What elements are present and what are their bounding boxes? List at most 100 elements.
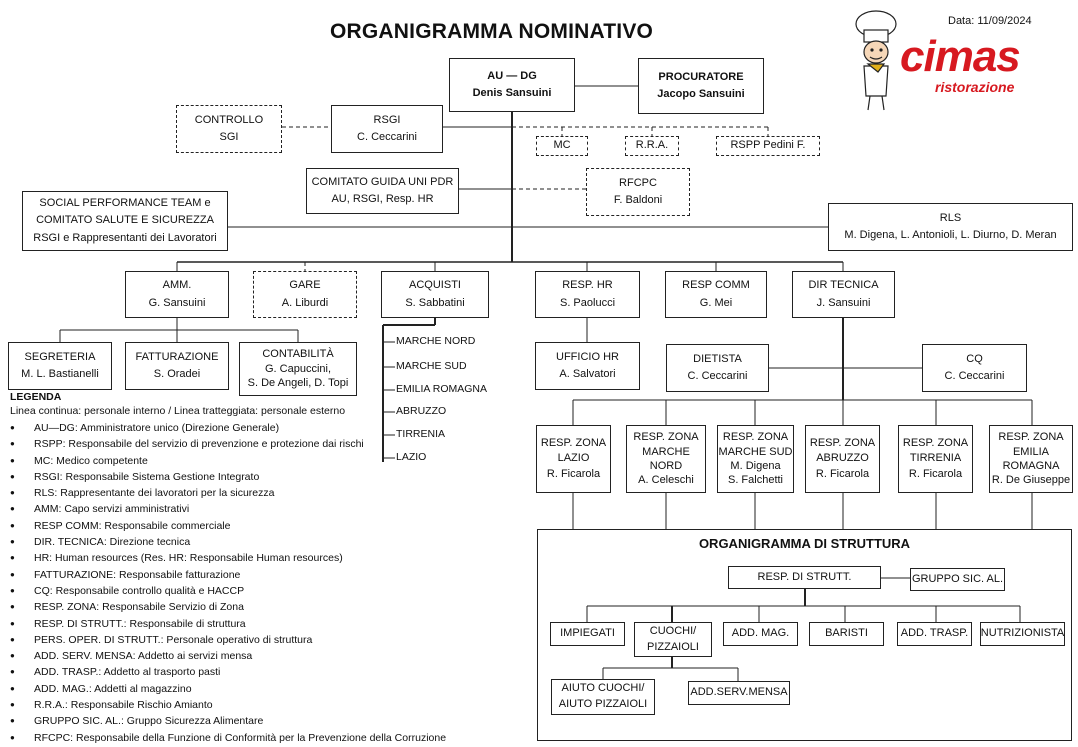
legend-item: ADD. SERV. MENSA: Addetto ai servizi men… xyxy=(10,648,446,665)
procuratore-box: PROCURATORE Jacopo Sansuini xyxy=(638,58,764,114)
box-line: R.R.A. xyxy=(635,139,669,152)
dir-tecnica-box: DIR TECNICA J. Sansuini xyxy=(792,271,895,318)
box-line: CUOCHI/ xyxy=(649,624,697,637)
box-line: UFFICIO HR xyxy=(556,350,619,363)
legend-item: RESP. DI STRUTT.: Responsabile di strutt… xyxy=(10,616,446,633)
box-line: CONTABILITÀ xyxy=(262,347,334,360)
legend-item: MC: Medico competente xyxy=(10,453,446,470)
box-line: AU, RSGI, Resp. HR xyxy=(331,193,434,205)
rls-box: RLS M. Digena, L. Antonioli, L. Diurno, … xyxy=(828,203,1073,251)
box-line: RESP. ZONA xyxy=(902,436,969,449)
box-line: RSGI e Rappresentanti dei Lavoratori xyxy=(33,231,217,244)
legend-item: HR: Human resources (Res. HR: Responsabi… xyxy=(10,550,446,567)
page-title: ORGANIGRAMMA NOMINATIVO xyxy=(330,20,654,43)
mc-box: MC xyxy=(536,136,588,156)
contabilita-box: CONTABILITÀ G. Capuccini, S. De Angeli, … xyxy=(239,342,357,396)
box-line: SGI xyxy=(219,131,239,143)
box-line: RESP. ZONA xyxy=(540,436,607,449)
zona-marche-sud-box: RESP. ZONA MARCHE SUD M. Digena S. Falch… xyxy=(717,425,794,493)
box-line: RESP. DI STRUTT. xyxy=(757,570,852,583)
ufficio-hr-box: UFFICIO HR A. Salvatori xyxy=(535,342,640,390)
box-line: SEGRETERIA xyxy=(24,350,96,363)
box-line: AMM. xyxy=(162,279,192,292)
box-line: GARE xyxy=(289,279,321,292)
box-line: R. Ficarola xyxy=(546,467,601,480)
box-line: S. Sabbatini xyxy=(405,296,465,309)
box-line: EMILIA xyxy=(1012,445,1050,458)
box-line: C. Ceccarini xyxy=(357,131,417,143)
rspp-box: RSPP Pedini F. xyxy=(716,136,820,156)
box-line: COMITATO GUIDA UNI PDR xyxy=(311,175,454,188)
box-line: RSPP Pedini F. xyxy=(730,139,806,152)
au-dg-box: AU — DG Denis Sansuini xyxy=(449,58,575,112)
legend-item: ADD. MAG.: Addetti al magazzino xyxy=(10,681,446,698)
legend-item: FATTURAZIONE: Responsabile fatturazione xyxy=(10,567,446,584)
box-line: F. Baldoni xyxy=(613,194,663,206)
logo-subtitle: ristorazione xyxy=(935,79,1015,95)
box-line: ACQUISTI xyxy=(409,279,461,292)
acquisti-area: MARCHE NORD xyxy=(396,335,476,347)
box-line: ADD. MAG. xyxy=(731,627,790,640)
box-line: Denis Sansuini xyxy=(472,87,552,99)
box-line: M. L. Bastianelli xyxy=(21,368,99,380)
acquisti-box: ACQUISTI S. Sabbatini xyxy=(381,271,489,318)
resp-strutt-box: RESP. DI STRUTT. xyxy=(728,566,881,589)
legend-item: RSGI: Responsabile Sistema Gestione Inte… xyxy=(10,469,446,486)
legend-item: R.R.A.: Responsabile Rischio Amianto xyxy=(10,697,446,714)
zona-lazio-box: RESP. ZONA LAZIO R. Ficarola xyxy=(536,425,611,493)
box-line: S. Oradei xyxy=(153,368,201,380)
box-line: S. De Angeli, D. Topi xyxy=(247,377,349,390)
box-line: R. Ficarola xyxy=(815,467,870,480)
legend-item: RLS: Rappresentante dei lavoratori per l… xyxy=(10,485,446,502)
legend-item: AMM: Capo servizi amministrativi xyxy=(10,501,446,518)
acquisti-area: EMILIA ROMAGNA xyxy=(396,383,488,395)
gare-box: GARE A. Liburdi xyxy=(253,271,357,318)
box-line: DIR TECNICA xyxy=(808,279,879,292)
box-line: RESP. ZONA xyxy=(722,431,789,444)
rsgi-box: RSGI C. Ceccarini xyxy=(331,105,443,153)
segreteria-box: SEGRETERIA M. L. Bastianelli xyxy=(8,342,112,390)
box-line: RESP. ZONA xyxy=(809,436,876,449)
box-line: A. Salvatori xyxy=(559,368,616,380)
box-line: MARCHE SUD xyxy=(718,445,793,458)
box-line: R. Ficarola xyxy=(908,467,963,480)
fatturazione-box: FATTURAZIONE S. Oradei xyxy=(125,342,229,390)
box-line: SOCIAL PERFORMANCE TEAM e xyxy=(39,197,211,210)
box-line: M. Digena xyxy=(730,460,781,472)
chef-mascot-icon xyxy=(855,10,897,111)
struttura-title: ORGANIGRAMMA DI STRUTTURA xyxy=(698,536,911,551)
legend-list: AU—DG: Amministratore unico (Direzione G… xyxy=(10,420,446,746)
box-line: G. Mei xyxy=(699,296,733,309)
cq-box: CQ C. Ceccarini xyxy=(922,344,1027,392)
legend-item: GRUPPO SIC. AL.: Gruppo Sicurezza Alimen… xyxy=(10,713,446,730)
box-line: COMITATO SALUTE E SICUREZZA xyxy=(36,214,214,227)
legend-item: RESP COMM: Responsabile commerciale xyxy=(10,518,446,535)
box-line: CONTROLLO xyxy=(194,113,264,126)
resp-comm-box: RESP COMM G. Mei xyxy=(665,271,767,318)
legend-item: AU—DG: Amministratore unico (Direzione G… xyxy=(10,420,446,437)
box-line: C. Ceccarini xyxy=(944,370,1005,382)
box-line: M. Digena, L. Antonioli, L. Diurno, D. M… xyxy=(844,229,1057,241)
rfcpc-box: RFCPC F. Baldoni xyxy=(586,168,690,216)
box-line: TIRRENIA xyxy=(909,452,962,465)
box-line: ABRUZZO xyxy=(816,452,869,465)
legend-item: CQ: Responsabile controllo qualità e HAC… xyxy=(10,583,446,600)
box-line: ROMAGNA xyxy=(1002,460,1060,472)
box-line: AIUTO CUOCHI/ xyxy=(561,682,645,695)
box-line: R. De Giuseppe xyxy=(991,474,1071,487)
struttura-frame: ORGANIGRAMMA DI STRUTTURA xyxy=(537,529,1072,741)
resp-hr-box: RESP. HR S. Paolucci xyxy=(535,271,640,318)
box-line: MARCHE xyxy=(642,445,690,458)
box-line: AIUTO PIZZAIOLI xyxy=(558,698,648,710)
box-line: RLS xyxy=(939,211,962,224)
zona-marche-nord-box: RESP. ZONA MARCHE NORD A. Celeschi xyxy=(626,425,706,493)
box-line: CQ xyxy=(966,352,983,365)
legend-subtitle: Linea continua: personale interno / Line… xyxy=(10,405,346,417)
zona-emilia-box: RESP. ZONA EMILIA ROMAGNA R. De Giuseppe xyxy=(989,425,1073,493)
box-line: MC xyxy=(553,139,571,152)
box-line: RESP. HR xyxy=(562,279,613,292)
comitato-pdr-box: COMITATO GUIDA UNI PDR AU, RSGI, Resp. H… xyxy=(306,168,459,214)
box-line: PIZZAIOLI xyxy=(647,640,699,653)
box-line: A. Celeschi xyxy=(638,474,694,487)
